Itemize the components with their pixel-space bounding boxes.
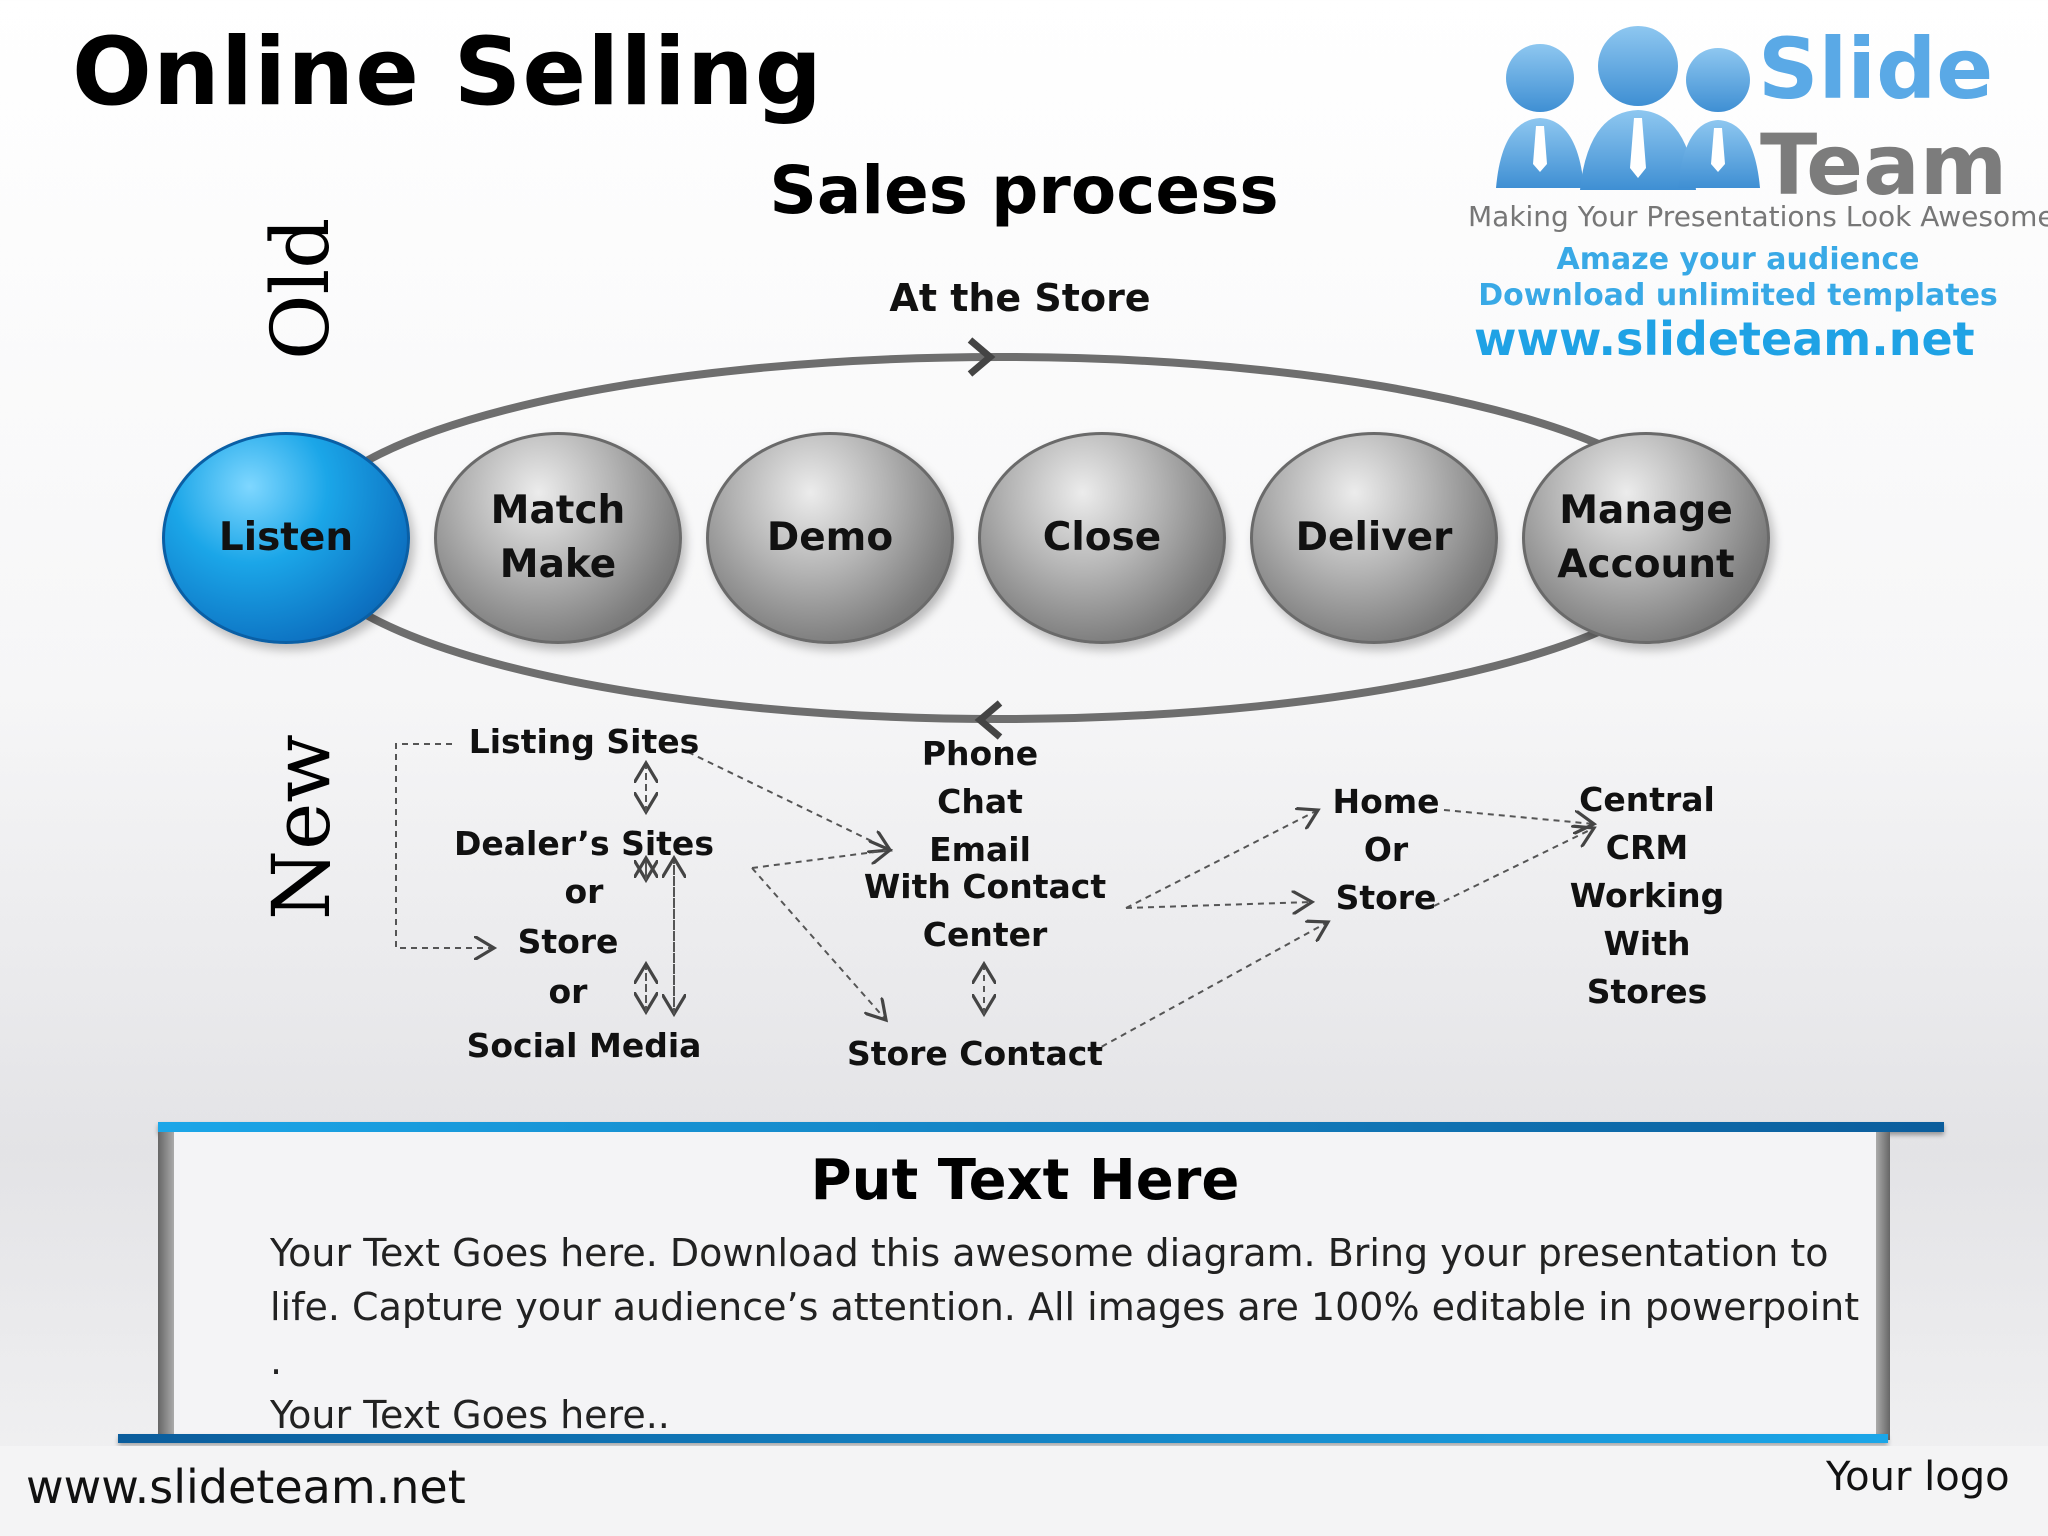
phone-text: Phone [921, 734, 1039, 773]
step-circle[interactable]: Deliver [1250, 432, 1498, 644]
panel-line: Your Text Goes here.. [270, 1393, 670, 1437]
download-text: Download unlimited templates [1478, 278, 1998, 313]
amaze-text: Amaze your audience [1556, 242, 1920, 277]
panel-left-edge [158, 1132, 174, 1440]
arrow-right-icon [967, 337, 996, 377]
step-label-line: Manage [1559, 488, 1733, 533]
logo-slide-text: Slide [1758, 20, 1994, 118]
dealer-sites-text: Dealer’s Sites [454, 824, 714, 863]
your-logo-text: Your logo [1826, 1454, 2010, 1500]
step-label: Demo [767, 511, 893, 565]
or-text-2: or [548, 972, 588, 1011]
step-circle[interactable]: Listen [162, 432, 410, 644]
central-crm-text: Central CRM Working With Stores [1569, 780, 1725, 1011]
logo-tagline: Making Your Presentations Look Awesome [1468, 200, 2048, 233]
panel-title: Put Text Here [810, 1148, 1240, 1213]
logo-team-text: Team [1760, 116, 2008, 214]
listing-sites-text: Listing Sites [468, 722, 700, 761]
footer [0, 1446, 2048, 1536]
panel-bottom-bar [118, 1434, 1888, 1443]
contact-center-text: With Contact Center [863, 867, 1107, 954]
or-text-1: or [564, 872, 604, 911]
step-label: Deliver [1296, 511, 1453, 565]
step-label-line: Listen [218, 515, 354, 560]
panel-body: Your Text Goes here. Download this aweso… [270, 1226, 1876, 1442]
panel-line: life. Capture your audience’s attention.… [270, 1285, 1860, 1383]
email-text: Email [929, 830, 1031, 869]
people-icon [1496, 26, 1760, 190]
step-label-line: Make [499, 542, 617, 587]
panel-right-edge [1876, 1132, 1890, 1440]
store-text: Store [517, 922, 619, 961]
contact-channels: Phone Chat Email [880, 730, 1080, 874]
step-label: Close [1043, 511, 1161, 565]
step-label-line: Deliver [1295, 515, 1453, 560]
at-store-label: At the Store [889, 276, 1151, 320]
step-label: Listen [219, 511, 353, 565]
step-label-line: Demo [766, 515, 894, 560]
step-label-line: Account [1557, 542, 1735, 587]
panel-top-bar [158, 1122, 1944, 1132]
logo-url: www.slideteam.net [1474, 312, 1975, 366]
arrow-left-icon [974, 700, 1003, 740]
step-circle[interactable]: Close [978, 432, 1226, 644]
chat-text: Chat [937, 782, 1023, 821]
page-title: Online Selling [72, 18, 823, 127]
panel-line: Your Text Goes here. Download this aweso… [270, 1231, 1829, 1275]
step-circle[interactable]: Demo [706, 432, 954, 644]
diagram-subtitle: Sales process [769, 152, 1279, 229]
slideteam-logo: Slide Team Making Your Presentations Loo… [1468, 18, 2048, 368]
text-panel: Put Text Here Your Text Goes here. Downl… [174, 1132, 1876, 1438]
home-or-store-text: Home Or Store [1332, 782, 1440, 917]
step-label-line: Match [490, 488, 626, 533]
footer-url[interactable]: www.slideteam.net [26, 1460, 466, 1514]
store-contact-text: Store Contact [846, 1034, 1104, 1073]
social-media-text: Social Media [466, 1026, 702, 1065]
step-label-line: Close [1042, 515, 1162, 560]
